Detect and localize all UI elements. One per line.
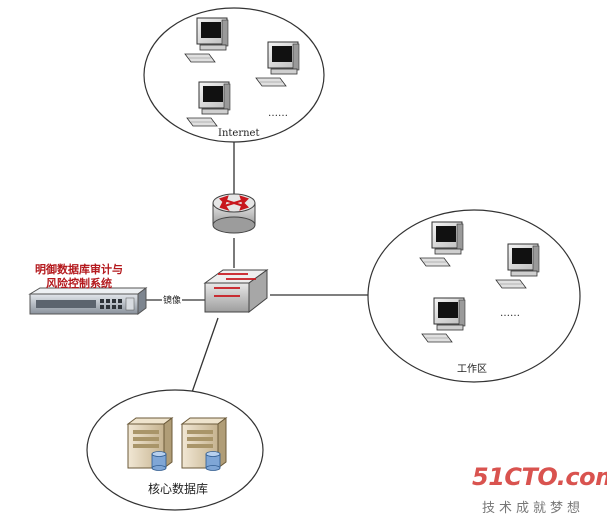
audit-appliance-icon xyxy=(28,287,148,315)
watermark-slogan: 技术成就梦想 xyxy=(482,501,585,516)
internet-zone xyxy=(143,7,325,143)
internet-label: Internet xyxy=(218,128,260,139)
server-icon xyxy=(127,417,173,471)
workzone-more-label: …… xyxy=(500,308,520,319)
router-icon xyxy=(212,193,256,234)
server-icon xyxy=(181,417,227,471)
watermark-brand: 51CTO.com xyxy=(472,463,607,491)
switch-icon xyxy=(203,269,269,314)
audit-appliance-title: 明御数据库审计与 风险控制系统 xyxy=(20,263,138,291)
workzone-zone xyxy=(367,209,581,383)
internet-more-label: …… xyxy=(268,108,288,119)
connection-lines xyxy=(138,140,368,399)
link-switch-coredb xyxy=(189,317,219,399)
core-db-label: 核心数据库 xyxy=(148,482,209,496)
mirror-label: 镜像 xyxy=(162,293,183,306)
audit-appliance-title-line1: 明御数据库审计与 xyxy=(35,263,123,276)
workzone-label: 工作区 xyxy=(457,364,487,375)
audit-appliance-title-line2: 风险控制系统 xyxy=(46,277,112,290)
